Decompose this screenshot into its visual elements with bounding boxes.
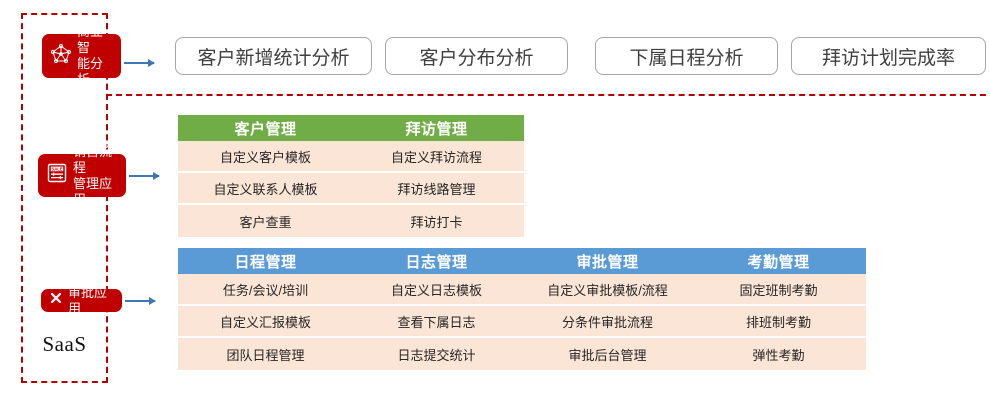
module-item[interactable]: 分条件审批流程: [520, 306, 695, 338]
badge-business-intelligence-label: 商业智 能分析: [77, 24, 104, 87]
module-header-customer-management: 客户管理: [178, 115, 353, 141]
module-item[interactable]: 查看下属日志: [349, 306, 524, 338]
analysis-button-subordinate-schedule[interactable]: 下属日程分析: [595, 37, 778, 75]
module-header-log-management: 日志管理: [349, 248, 524, 274]
module-item[interactable]: 客户查重: [178, 205, 353, 237]
analysis-button-visit-plan-rate[interactable]: 拜访计划完成率: [791, 37, 986, 75]
badge-approval-app-label: 审批应用: [68, 284, 108, 316]
module-header-schedule-management: 日程管理: [178, 248, 353, 274]
module-column-customer-management: 客户管理 自定义客户模板 自定义联系人模板 客户查重: [178, 115, 353, 237]
module-item[interactable]: 排班制考勤: [691, 306, 866, 338]
analysis-button-customer-distribution[interactable]: 客户分布分析: [385, 37, 568, 75]
module-column-approval-management: 审批管理 自定义审批模板/流程 分条件审批流程 审批后台管理: [520, 248, 695, 370]
module-column-log-management: 日志管理 自定义日志模板 查看下属日志 日志提交统计: [349, 248, 524, 370]
module-item[interactable]: 固定班制考勤: [691, 274, 866, 306]
module-item[interactable]: 自定义拜访流程: [349, 141, 524, 173]
module-item[interactable]: 日志提交统计: [349, 338, 524, 370]
module-item[interactable]: 拜访线路管理: [349, 173, 524, 205]
module-column-attendance-management: 考勤管理 固定班制考勤 排班制考勤 弹性考勤: [691, 248, 866, 370]
sale-tag-icon: SALE: [46, 162, 68, 189]
module-item[interactable]: 自定义联系人模板: [178, 173, 353, 205]
cross-check-icon: [49, 291, 63, 310]
badge-business-intelligence[interactable]: 商业智 能分析: [42, 24, 121, 87]
saas-horizontal-divider: [106, 94, 986, 96]
module-column-visit-management: 拜访管理 自定义拜访流程 拜访线路管理 拜访打卡: [349, 115, 524, 237]
module-item[interactable]: 拜访打卡: [349, 205, 524, 237]
analysis-button-customer-growth[interactable]: 客户新增统计分析: [175, 37, 372, 75]
module-item[interactable]: 自定义审批模板/流程: [520, 274, 695, 306]
module-item[interactable]: 弹性考勤: [691, 338, 866, 370]
network-graph-icon: [50, 43, 72, 70]
module-header-approval-management: 审批管理: [520, 248, 695, 274]
module-item[interactable]: 自定义日志模板: [349, 274, 524, 306]
badge-sales-process-app[interactable]: SALE 销售流程 管理应用: [38, 144, 126, 207]
module-item[interactable]: 任务/会议/培训: [178, 274, 353, 306]
module-header-attendance-management: 考勤管理: [691, 248, 866, 274]
badge-sales-process-app-label: 销售流程 管理应用: [73, 143, 113, 207]
module-item[interactable]: 自定义汇报模板: [178, 306, 353, 338]
badge-approval-app[interactable]: 审批应用: [41, 285, 122, 316]
module-item[interactable]: 自定义客户模板: [178, 141, 353, 173]
module-column-schedule-management: 日程管理 任务/会议/培训 自定义汇报模板 团队日程管理: [178, 248, 353, 370]
saas-vertical-divider: [106, 13, 108, 383]
svg-text:SALE: SALE: [51, 167, 62, 172]
saas-label: SaaS: [42, 332, 87, 356]
module-header-visit-management: 拜访管理: [349, 115, 524, 141]
arrow-sales-to-modules: [129, 172, 160, 180]
arrow-approval-to-modules: [125, 297, 156, 305]
module-item[interactable]: 团队日程管理: [178, 338, 353, 370]
arrow-bi-to-analysis: [124, 59, 155, 67]
module-item[interactable]: 审批后台管理: [520, 338, 695, 370]
